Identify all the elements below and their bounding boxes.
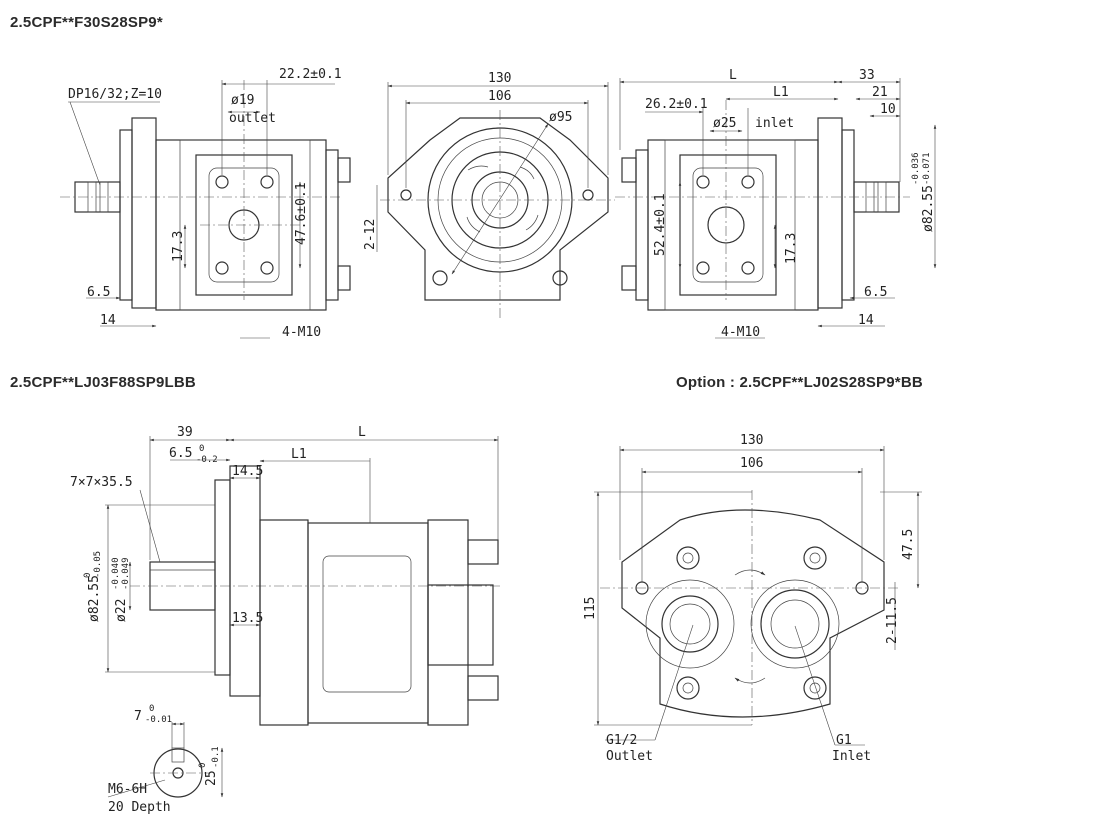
dim-d82-55-bottom: ø82.55 [87, 575, 102, 622]
dim-spline: DP16/32;Z=10 [68, 87, 162, 102]
dim-39: 39 [177, 425, 193, 440]
front-outline [387, 117, 609, 301]
tol-25-upper: 0 [198, 763, 208, 768]
dim-d25: ø25 [713, 116, 736, 131]
dim-17-3-right: 17.3 [784, 233, 799, 264]
tol-22-lower: -0.049 [121, 557, 131, 590]
dim-17-3-left: 17.3 [171, 231, 186, 262]
title-view3: Option : 2.5CPF**LJ02S28SP9*BB [676, 374, 923, 391]
tol-82-55-bottom-upper: 0 [83, 573, 93, 578]
dim-L-bottom: L [358, 425, 366, 440]
dim-130-top: 130 [488, 71, 511, 86]
dim-14-right: 14 [858, 313, 874, 328]
dim-2-11-5: 2-11.5 [885, 597, 900, 644]
dim-33: 33 [859, 68, 875, 83]
dim-106-top: 106 [488, 89, 511, 104]
dim-6-5-b: 6.5 [169, 446, 192, 461]
dim-m6: M6-6H [108, 782, 147, 797]
title-view1: 2.5CPF**F30S28SP9* [10, 14, 163, 31]
dim-7: 7 [134, 709, 142, 724]
port-g12: G1/2 [606, 733, 637, 748]
port-inlet: Inlet [832, 749, 871, 764]
tol-82-55-top-lower: -0.071 [922, 152, 932, 185]
tol-25-lower: -0.1 [211, 746, 221, 768]
dim-d19: ø19 [231, 93, 254, 108]
dim-130-bottom: 130 [740, 433, 763, 448]
dim-25: 25 [204, 770, 219, 786]
dim-2-12: 2-12 [363, 219, 378, 250]
dim-21: 21 [872, 85, 888, 100]
title-view2: 2.5CPF**LJ03F88SP9LBB [10, 374, 196, 391]
view1-side-right [615, 78, 937, 339]
dim-L-top: L [729, 68, 737, 83]
dim-14-left: 14 [100, 313, 116, 328]
dim-115: 115 [583, 597, 598, 620]
dim-52-4: 52.4±0.1 [653, 193, 668, 256]
front-outline-option [621, 509, 885, 718]
port-outlet: Outlet [606, 749, 653, 764]
tol-6-5-upper: 0 [199, 444, 204, 454]
view1-front-center [376, 82, 615, 320]
view2-side [105, 436, 500, 798]
dim-13-5: 13.5 [232, 611, 263, 626]
dim-6-5-left: 6.5 [87, 285, 110, 300]
dim-L1-top: L1 [773, 85, 789, 100]
dim-47-6: 47.6±0.1 [294, 182, 309, 245]
dim-6-5-right: 6.5 [864, 285, 887, 300]
dim-26-2: 26.2±0.1 [645, 97, 708, 112]
dim-d95: ø95 [549, 110, 572, 125]
dim-depth: 20 Depth [108, 800, 171, 815]
tol-82-55-top-upper: -0.036 [911, 152, 921, 185]
dim-4m10-left: 4-M10 [282, 325, 321, 340]
dim-L1-bottom: L1 [291, 447, 307, 462]
mount-flange [119, 129, 133, 301]
dim-106-bottom: 106 [740, 456, 763, 471]
dim-14-5: 14.5 [232, 464, 263, 479]
dim-d82-55-top: ø82.55 [921, 185, 936, 232]
dim-key: 7×7×35.5 [70, 475, 133, 490]
tol-6-5-lower: -0.2 [196, 455, 218, 465]
dim-10: 10 [880, 102, 896, 117]
view1-side-left [60, 80, 351, 339]
view3-front [594, 446, 922, 746]
tol-7-upper: 0 [149, 704, 154, 714]
label-inlet: inlet [755, 116, 794, 131]
dim-47-5: 47.5 [901, 529, 916, 560]
tol-22-upper: -0.040 [111, 557, 121, 590]
label-outlet: outlet [229, 111, 276, 126]
dim-4m10-right: 4-M10 [721, 325, 760, 340]
tol-82-55-bottom-lower: -0.05 [93, 551, 103, 578]
dim-d22: ø22 [114, 599, 129, 622]
tol-7-lower: -0.01 [145, 715, 172, 725]
port-g1: G1 [836, 733, 852, 748]
dim-22-2: 22.2±0.1 [279, 67, 342, 82]
